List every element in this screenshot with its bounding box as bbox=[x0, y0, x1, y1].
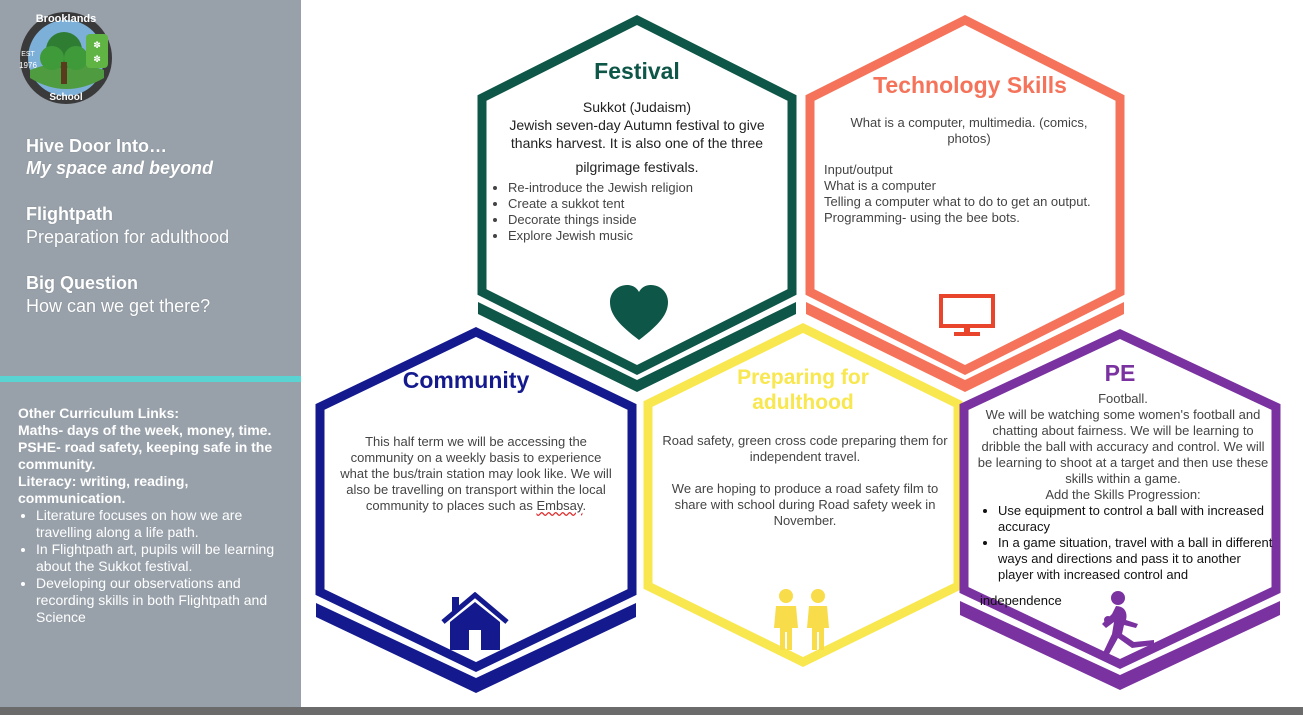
list-item: Create a sukkot tent bbox=[508, 196, 770, 212]
logo-bottom-text: School bbox=[49, 92, 83, 103]
logo-year: 1976 bbox=[19, 61, 37, 70]
svg-text:✽: ✽ bbox=[93, 41, 101, 51]
community-text: This half term we will be accessing the … bbox=[340, 434, 612, 513]
list-item: Decorate things inside bbox=[508, 212, 770, 228]
preparing-title: Preparing for adulthood bbox=[690, 365, 916, 415]
list-item: Re-introduce the Jewish religion bbox=[508, 180, 770, 196]
pe-hexagon bbox=[959, 329, 1281, 669]
list-item: Literature focuses on how we are travell… bbox=[36, 507, 288, 541]
sidebar-divider bbox=[0, 376, 301, 382]
logo-top-text: Brooklands bbox=[36, 13, 97, 25]
festival-hexagon bbox=[477, 14, 797, 376]
technology-intro: What is a computer, multimedia. (comics,… bbox=[850, 115, 1088, 146]
pe-body-text: We will be watching some women's footbal… bbox=[977, 407, 1269, 486]
hive-subheading: My space and beyond bbox=[26, 158, 214, 178]
preparing-body: Road safety, green cross code preparing … bbox=[660, 433, 950, 529]
logo-est: EST bbox=[21, 51, 35, 58]
flightpath-heading: Flightpath bbox=[26, 204, 113, 224]
runner-icon bbox=[1102, 591, 1154, 656]
festival-title: Festival bbox=[594, 58, 680, 84]
preparing-title-line-2: adulthood bbox=[752, 391, 854, 414]
list-item: In Flightpath art, pupils will be learni… bbox=[36, 541, 288, 575]
pe-intro: Football. We will be watching some women… bbox=[974, 391, 1272, 503]
preparing-title-line-1: Preparing for bbox=[737, 366, 869, 389]
big-question-heading: Big Question bbox=[26, 273, 138, 293]
hive-heading: Hive Door Into… bbox=[26, 136, 168, 156]
technology-line: Telling a computer what to do to get an … bbox=[824, 194, 1091, 209]
sidebar bbox=[0, 0, 301, 707]
house-icon bbox=[441, 592, 509, 650]
bottom-bar bbox=[0, 707, 1303, 715]
curriculum-links: Other Curriculum Links: Maths- days of t… bbox=[18, 405, 288, 626]
svg-text:✽: ✽ bbox=[93, 55, 101, 65]
links-title: Other Curriculum Links: bbox=[18, 405, 180, 421]
technology-title: Technology Skills bbox=[873, 72, 1067, 98]
list-item: In a game situation, travel with a ball … bbox=[998, 535, 1276, 583]
preparing-para-2: We are hoping to produce a road safety f… bbox=[671, 481, 939, 528]
pe-skill-list: Use equipment to control a ball with inc… bbox=[980, 503, 1276, 609]
pe-skills: Add the Skills Progression: bbox=[1045, 487, 1201, 502]
festival-line-1: Sukkot (Judaism) bbox=[582, 99, 692, 115]
links-maths: Maths- days of the week, money, time. bbox=[18, 422, 272, 438]
technology-hexagon bbox=[805, 14, 1125, 376]
community-place: Embsay bbox=[536, 498, 583, 513]
monitor-icon bbox=[939, 294, 995, 336]
technology-line: What is a computer bbox=[824, 178, 936, 193]
heart-icon bbox=[610, 285, 668, 340]
school-logo: ✽ ✽ Brooklands School EST 1976 bbox=[19, 12, 112, 104]
festival-line-3: pilgrimage festivals. bbox=[575, 159, 699, 175]
pe-line-1: Football. bbox=[1098, 391, 1148, 406]
links-list: Literature focuses on how we are travell… bbox=[18, 507, 288, 626]
flightpath-subheading: Preparation for adulthood bbox=[26, 227, 230, 247]
community-end: . bbox=[582, 498, 587, 513]
pe-title: PE bbox=[1104, 360, 1136, 386]
links-pshe: PSHE- road safety, keeping safe in the c… bbox=[18, 439, 273, 472]
people-icon bbox=[774, 589, 829, 650]
festival-line-2: Jewish seven-day Autumn festival to give… bbox=[509, 117, 765, 151]
big-question-text: How can we get there? bbox=[26, 296, 211, 316]
technology-list: Input/output What is a computer Telling … bbox=[824, 162, 1116, 226]
list-item: Use equipment to control a ball with inc… bbox=[998, 503, 1276, 535]
community-body: This half term we will be accessing the … bbox=[340, 434, 612, 514]
festival-list: Re-introduce the Jewish religion Create … bbox=[490, 180, 770, 244]
preparing-para-1: Road safety, green cross code preparing … bbox=[662, 433, 948, 464]
festival-activities: Re-introduce the Jewish religion Create … bbox=[490, 180, 770, 244]
pe-list: Use equipment to control a ball with inc… bbox=[980, 503, 1276, 583]
list-item: Developing our observations and recordin… bbox=[36, 575, 288, 626]
community-title: Community bbox=[402, 367, 530, 393]
festival-intro: Sukkot (Judaism) Jewish seven-day Autumn… bbox=[492, 98, 782, 176]
community-hexagon bbox=[315, 327, 637, 672]
technology-line: Input/output bbox=[824, 162, 893, 177]
preparing-hexagon bbox=[643, 322, 963, 668]
links-literacy: Literacy: writing, reading, communicatio… bbox=[18, 473, 189, 506]
pe-bullet-end: independence bbox=[980, 593, 1062, 608]
list-item: Explore Jewish music bbox=[508, 228, 770, 244]
technology-line: Programming- using the bee bots. bbox=[824, 210, 1020, 225]
